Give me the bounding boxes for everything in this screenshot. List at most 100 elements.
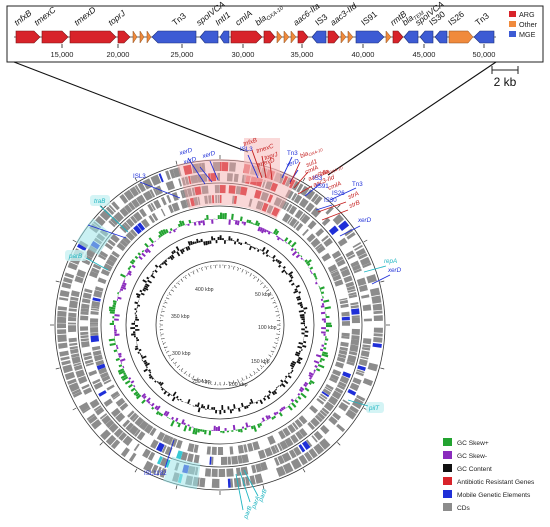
cds-block (260, 191, 270, 202)
gc-skew-bar (220, 214, 223, 220)
gc-content-bar (198, 240, 201, 243)
cds-block (261, 202, 269, 212)
outer-tick (262, 485, 265, 490)
cds-block (68, 325, 77, 333)
ring-outline (100, 205, 340, 445)
cds-block (149, 427, 157, 437)
cds-block (134, 416, 144, 427)
inner-tick (188, 373, 191, 377)
mge-label-xerD-5: xerD (357, 217, 372, 224)
gc-content-bar (169, 255, 174, 261)
gc-skew-bar (148, 237, 155, 244)
cds-block (315, 228, 325, 237)
gc-skew-bar (115, 344, 118, 348)
cds-block (303, 451, 313, 462)
gc-content-bar (164, 259, 168, 263)
cds-block (260, 461, 268, 472)
gc-skew-bar (141, 393, 146, 398)
cds-block (98, 390, 107, 397)
gc-skew-bar (241, 426, 245, 429)
cds-block (233, 173, 239, 183)
gc-skew-bar (114, 333, 120, 337)
gc-content-bar (229, 409, 233, 414)
gc-content-bar (233, 404, 236, 409)
gc-skew-bar (315, 368, 321, 372)
gc-skew-bar (134, 255, 139, 260)
cds-block (64, 272, 75, 279)
cds-block (119, 239, 129, 248)
cds-block (343, 275, 353, 283)
inner-tick (166, 350, 170, 353)
inner-tick (188, 273, 191, 277)
gc-skew-bar (135, 392, 140, 397)
cds-block (226, 173, 233, 182)
cds-block (201, 185, 209, 195)
gc-content-bar (300, 322, 305, 325)
legend-label-mge: MGE (519, 30, 536, 39)
cds-block (357, 365, 366, 371)
cds-block (342, 371, 352, 379)
leader-line (269, 162, 273, 181)
gc-skew-bar (289, 244, 292, 247)
gc-skew-bar (325, 322, 332, 325)
cds-track-inner (80, 185, 360, 465)
cds-block (338, 401, 349, 412)
gc-content-bar (143, 368, 148, 373)
gc-content-bar (136, 341, 137, 344)
gc-content-bar (279, 384, 282, 387)
cds-block (220, 162, 222, 172)
gc-skew-bar (114, 325, 116, 328)
cds-block (193, 454, 200, 464)
cds-block (91, 345, 101, 351)
cds-block (148, 214, 156, 224)
gc-content-bar (289, 274, 293, 278)
gc-content-bar (290, 276, 294, 279)
cds-block (82, 407, 91, 414)
cds-block (197, 196, 201, 205)
gc-skew-bar (129, 260, 135, 265)
gc-skew-bar (322, 351, 329, 355)
gc-skew-bar (181, 419, 185, 425)
gc-skew-bar (131, 258, 136, 263)
gc-content-bar (143, 361, 148, 365)
cds-block (371, 295, 382, 304)
axis-tick-30000: 30,000 (232, 50, 255, 59)
gc-skew-bar (224, 428, 227, 431)
cds-block (199, 477, 206, 488)
gc-content-bar (298, 309, 304, 313)
cds-block (90, 335, 100, 343)
cds-block (328, 416, 338, 426)
cds-block (228, 185, 236, 194)
cds-block (298, 197, 309, 209)
gc-content-bar (152, 270, 155, 273)
gc-content-bar (275, 386, 278, 389)
cds-block (85, 249, 96, 259)
gc-skew-bar (244, 427, 247, 431)
cds-block (80, 335, 89, 339)
cds-block (356, 277, 367, 287)
gc-skew-bar (109, 342, 116, 347)
cds-block (284, 437, 294, 448)
gc-skew-bar (128, 377, 132, 380)
gc-content-bar (239, 406, 242, 408)
gc-skew-bar (260, 421, 264, 423)
cds-block (191, 163, 200, 174)
inner-tick (174, 361, 177, 365)
cds-block (83, 355, 93, 361)
gc-skew-bar (191, 426, 194, 428)
gc-skew-bar (235, 429, 238, 431)
cds-block (82, 352, 92, 357)
cds-block (131, 198, 141, 209)
gc-content-bar (227, 406, 230, 410)
gc-skew-bar (197, 428, 201, 433)
gc-skew-bar (120, 361, 123, 365)
gc-skew-bar (325, 336, 327, 339)
gc-skew-bar (204, 429, 207, 435)
gc-content-bar (183, 401, 185, 403)
gene-arrow-aac3 (340, 30, 347, 44)
leader-line (261, 155, 267, 179)
gene-arrow-other-6 (290, 30, 297, 44)
gc-content-bar (238, 242, 241, 245)
gc-skew-bar (142, 395, 147, 400)
cds-block (75, 369, 85, 378)
